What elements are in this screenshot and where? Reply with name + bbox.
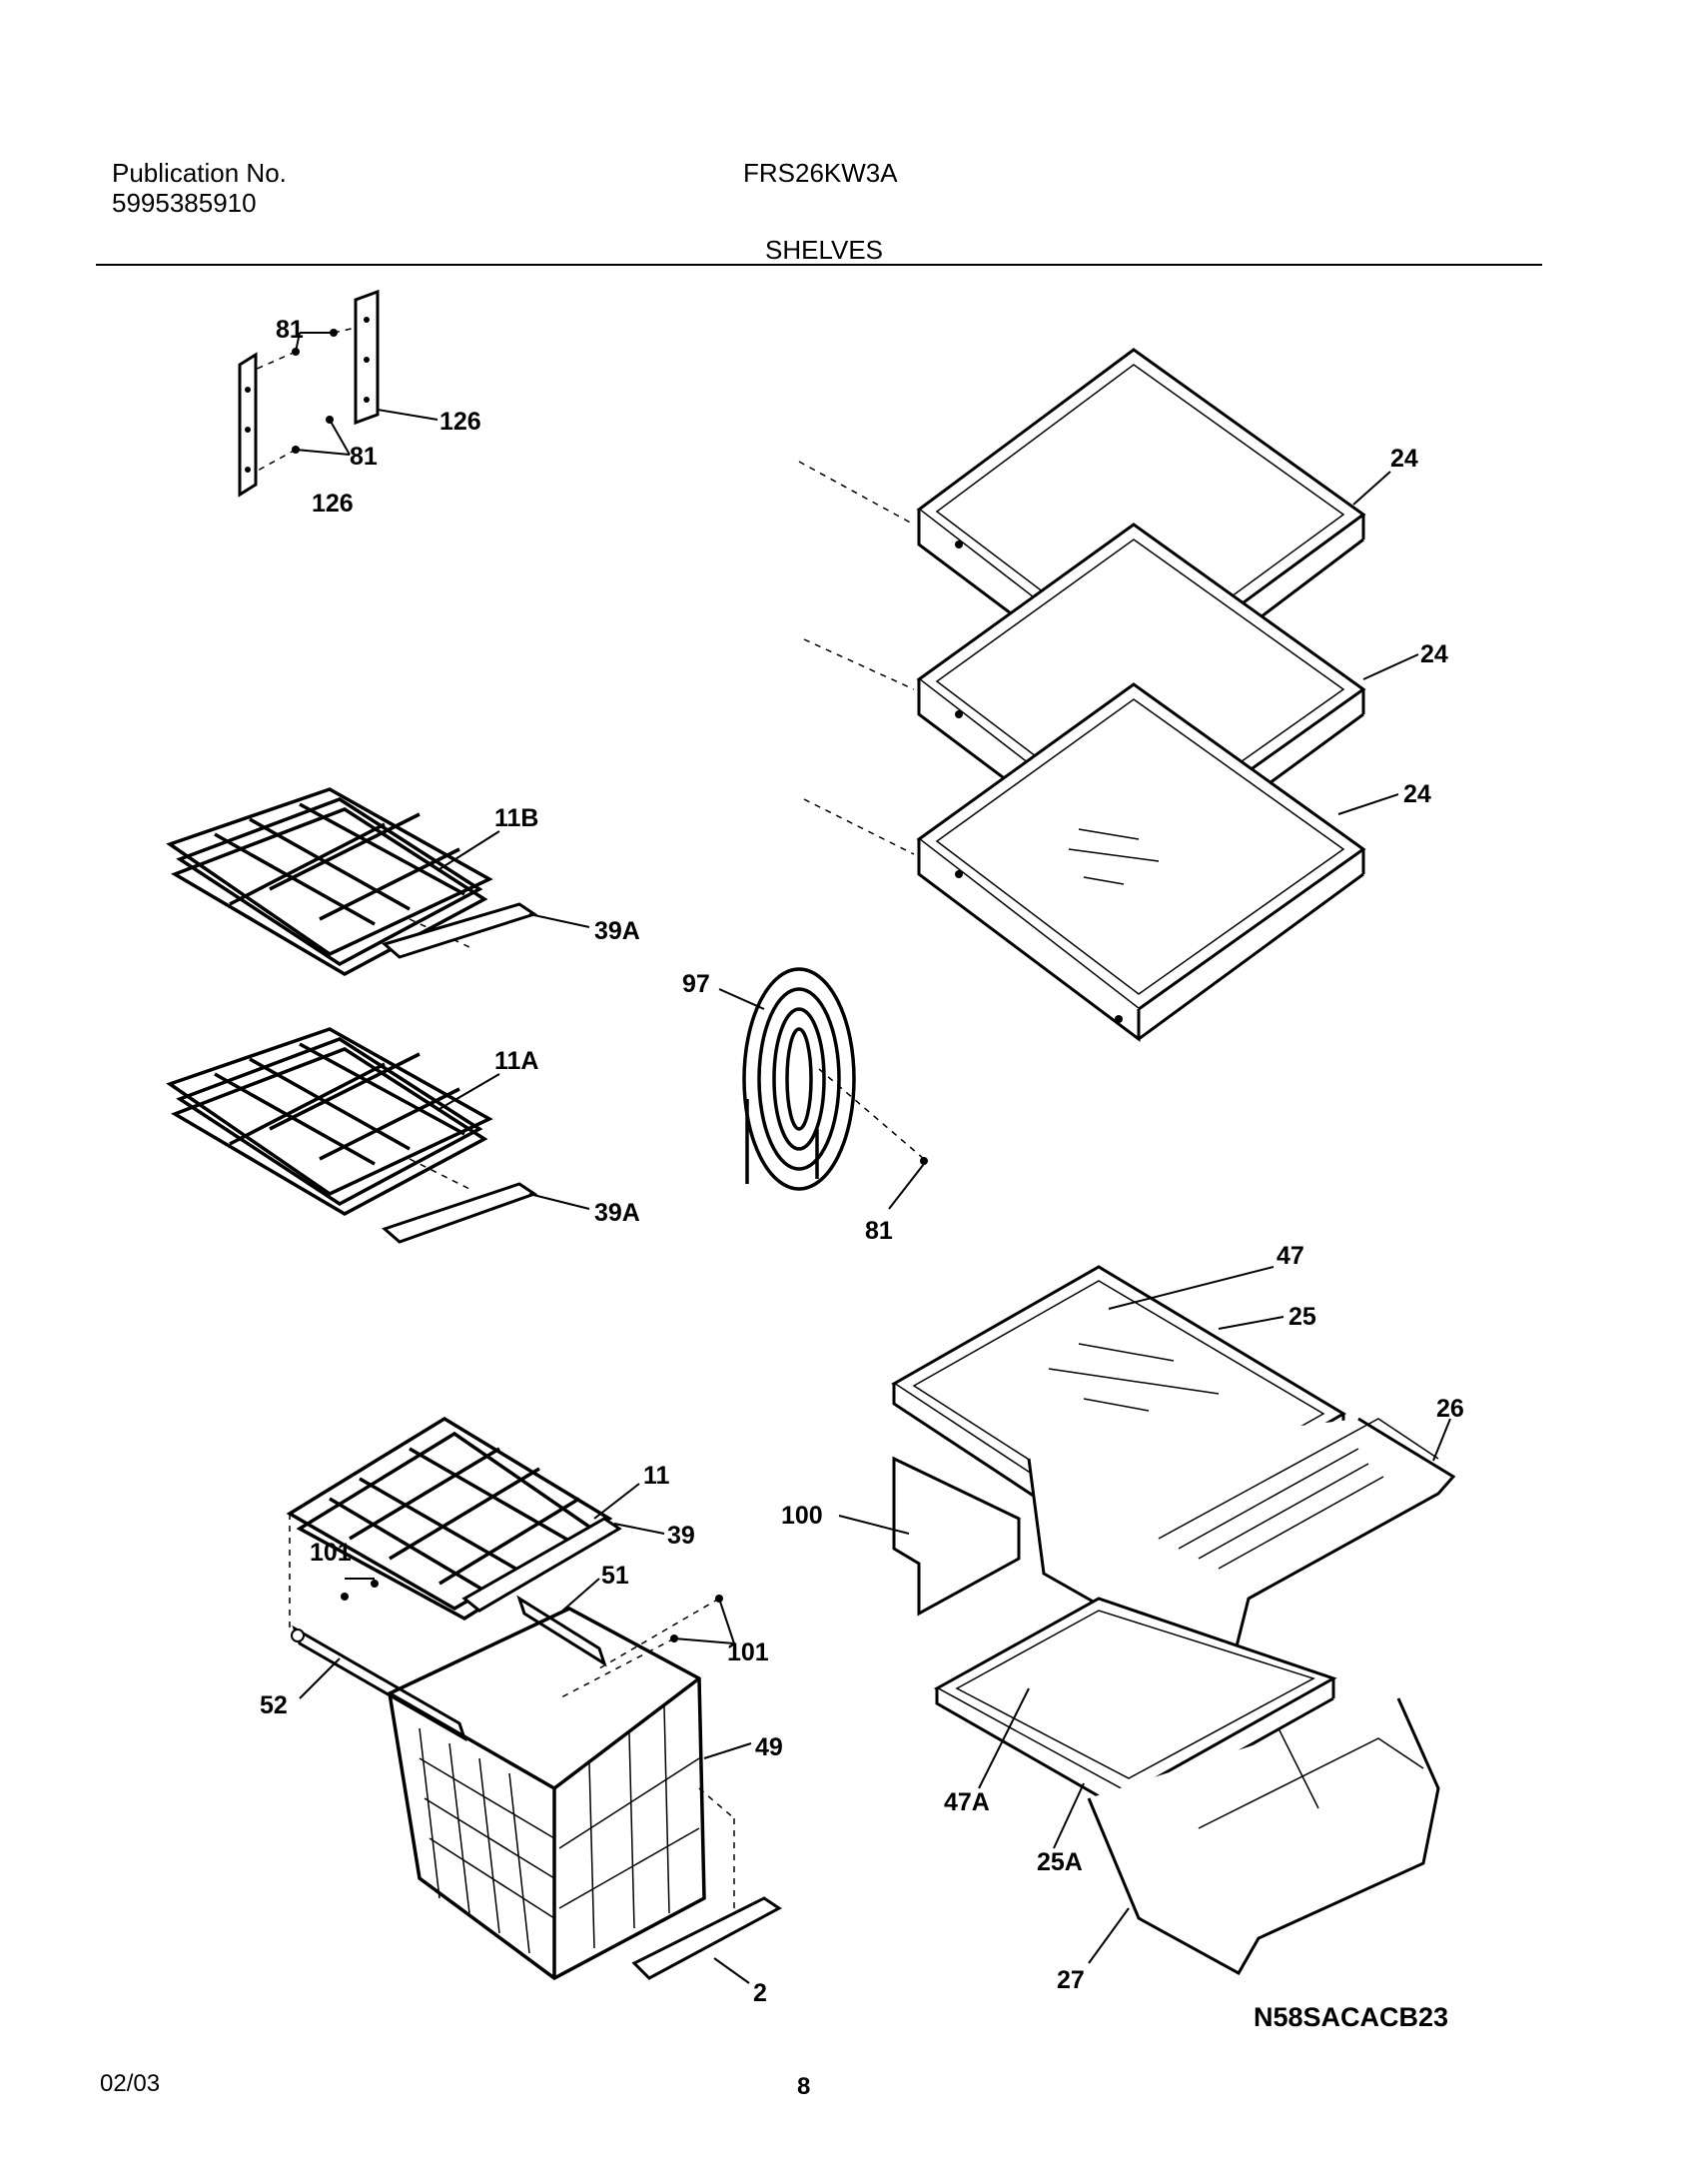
callout-25: 25 [1288, 1303, 1316, 1331]
callout-81: 81 [865, 1217, 893, 1245]
callout-11a: 11A [494, 1047, 538, 1075]
callout-101: 101 [310, 1539, 352, 1567]
freezer-basket-49 [388, 1607, 752, 1981]
callout-24: 24 [1390, 445, 1418, 473]
header-rule [96, 264, 1542, 266]
callout-100: 100 [781, 1502, 823, 1530]
leader-126 [377, 409, 438, 421]
shelf-trim-39a-upper [381, 902, 590, 959]
callout-47a: 47A [944, 1788, 990, 1816]
basket-trim-2 [631, 1896, 782, 1984]
callout-39: 39 [667, 1522, 695, 1550]
basket-slide-51 [516, 1578, 607, 1667]
wire-shelf-11a [166, 1027, 500, 1217]
screw-81-bottom [255, 416, 351, 473]
callout-27: 27 [1057, 1966, 1085, 1994]
callout-51: 51 [601, 1562, 629, 1590]
diagram-code: N58SACACB23 [1254, 2002, 1448, 2032]
crisper-partition-100 [838, 1456, 1021, 1617]
glass-shelf-24-bottom [803, 682, 1399, 1042]
callout-25a: 25A [1037, 1848, 1083, 1876]
callout-47: 47 [1277, 1242, 1304, 1270]
callout-126: 126 [439, 408, 481, 436]
callout-97: 97 [682, 970, 710, 998]
callout-11b: 11B [494, 804, 538, 832]
callout-52: 52 [260, 1691, 288, 1719]
shelf-rail-left [238, 352, 258, 498]
callout-126: 126 [312, 490, 354, 518]
callout-49: 49 [755, 1733, 783, 1761]
publication-number: 5995385910 [112, 188, 257, 218]
screw-101-left [341, 1578, 379, 1601]
model-number: FRS26KW3A [743, 158, 898, 188]
callout-101: 101 [727, 1638, 769, 1666]
callout-11: 11 [643, 1462, 670, 1490]
page-number: 8 [797, 2073, 811, 2100]
section-title: SHELVES [765, 235, 884, 265]
callout-81: 81 [276, 316, 304, 344]
publication-label: Publication No. [112, 158, 287, 188]
footer-date: 02/03 [100, 2070, 161, 2097]
screw-101-right [558, 1595, 735, 1699]
screw-81-top [254, 327, 357, 371]
callout-81: 81 [350, 443, 378, 471]
callout-24: 24 [1403, 780, 1431, 808]
callout-2: 2 [753, 1979, 767, 2007]
wire-shelf-11b [166, 787, 500, 977]
callout-24: 24 [1420, 640, 1448, 668]
shelf-rail-right [354, 289, 380, 426]
shelf-trim-39a-lower [382, 1182, 590, 1244]
heater-coil-97 [718, 967, 928, 1210]
callout-26: 26 [1436, 1395, 1464, 1423]
shelf-trim-39 [461, 1517, 665, 1613]
callout-39a: 39A [594, 1199, 640, 1227]
crisper-pan-27 [1087, 1697, 1440, 1976]
callout-39a: 39A [594, 917, 640, 945]
